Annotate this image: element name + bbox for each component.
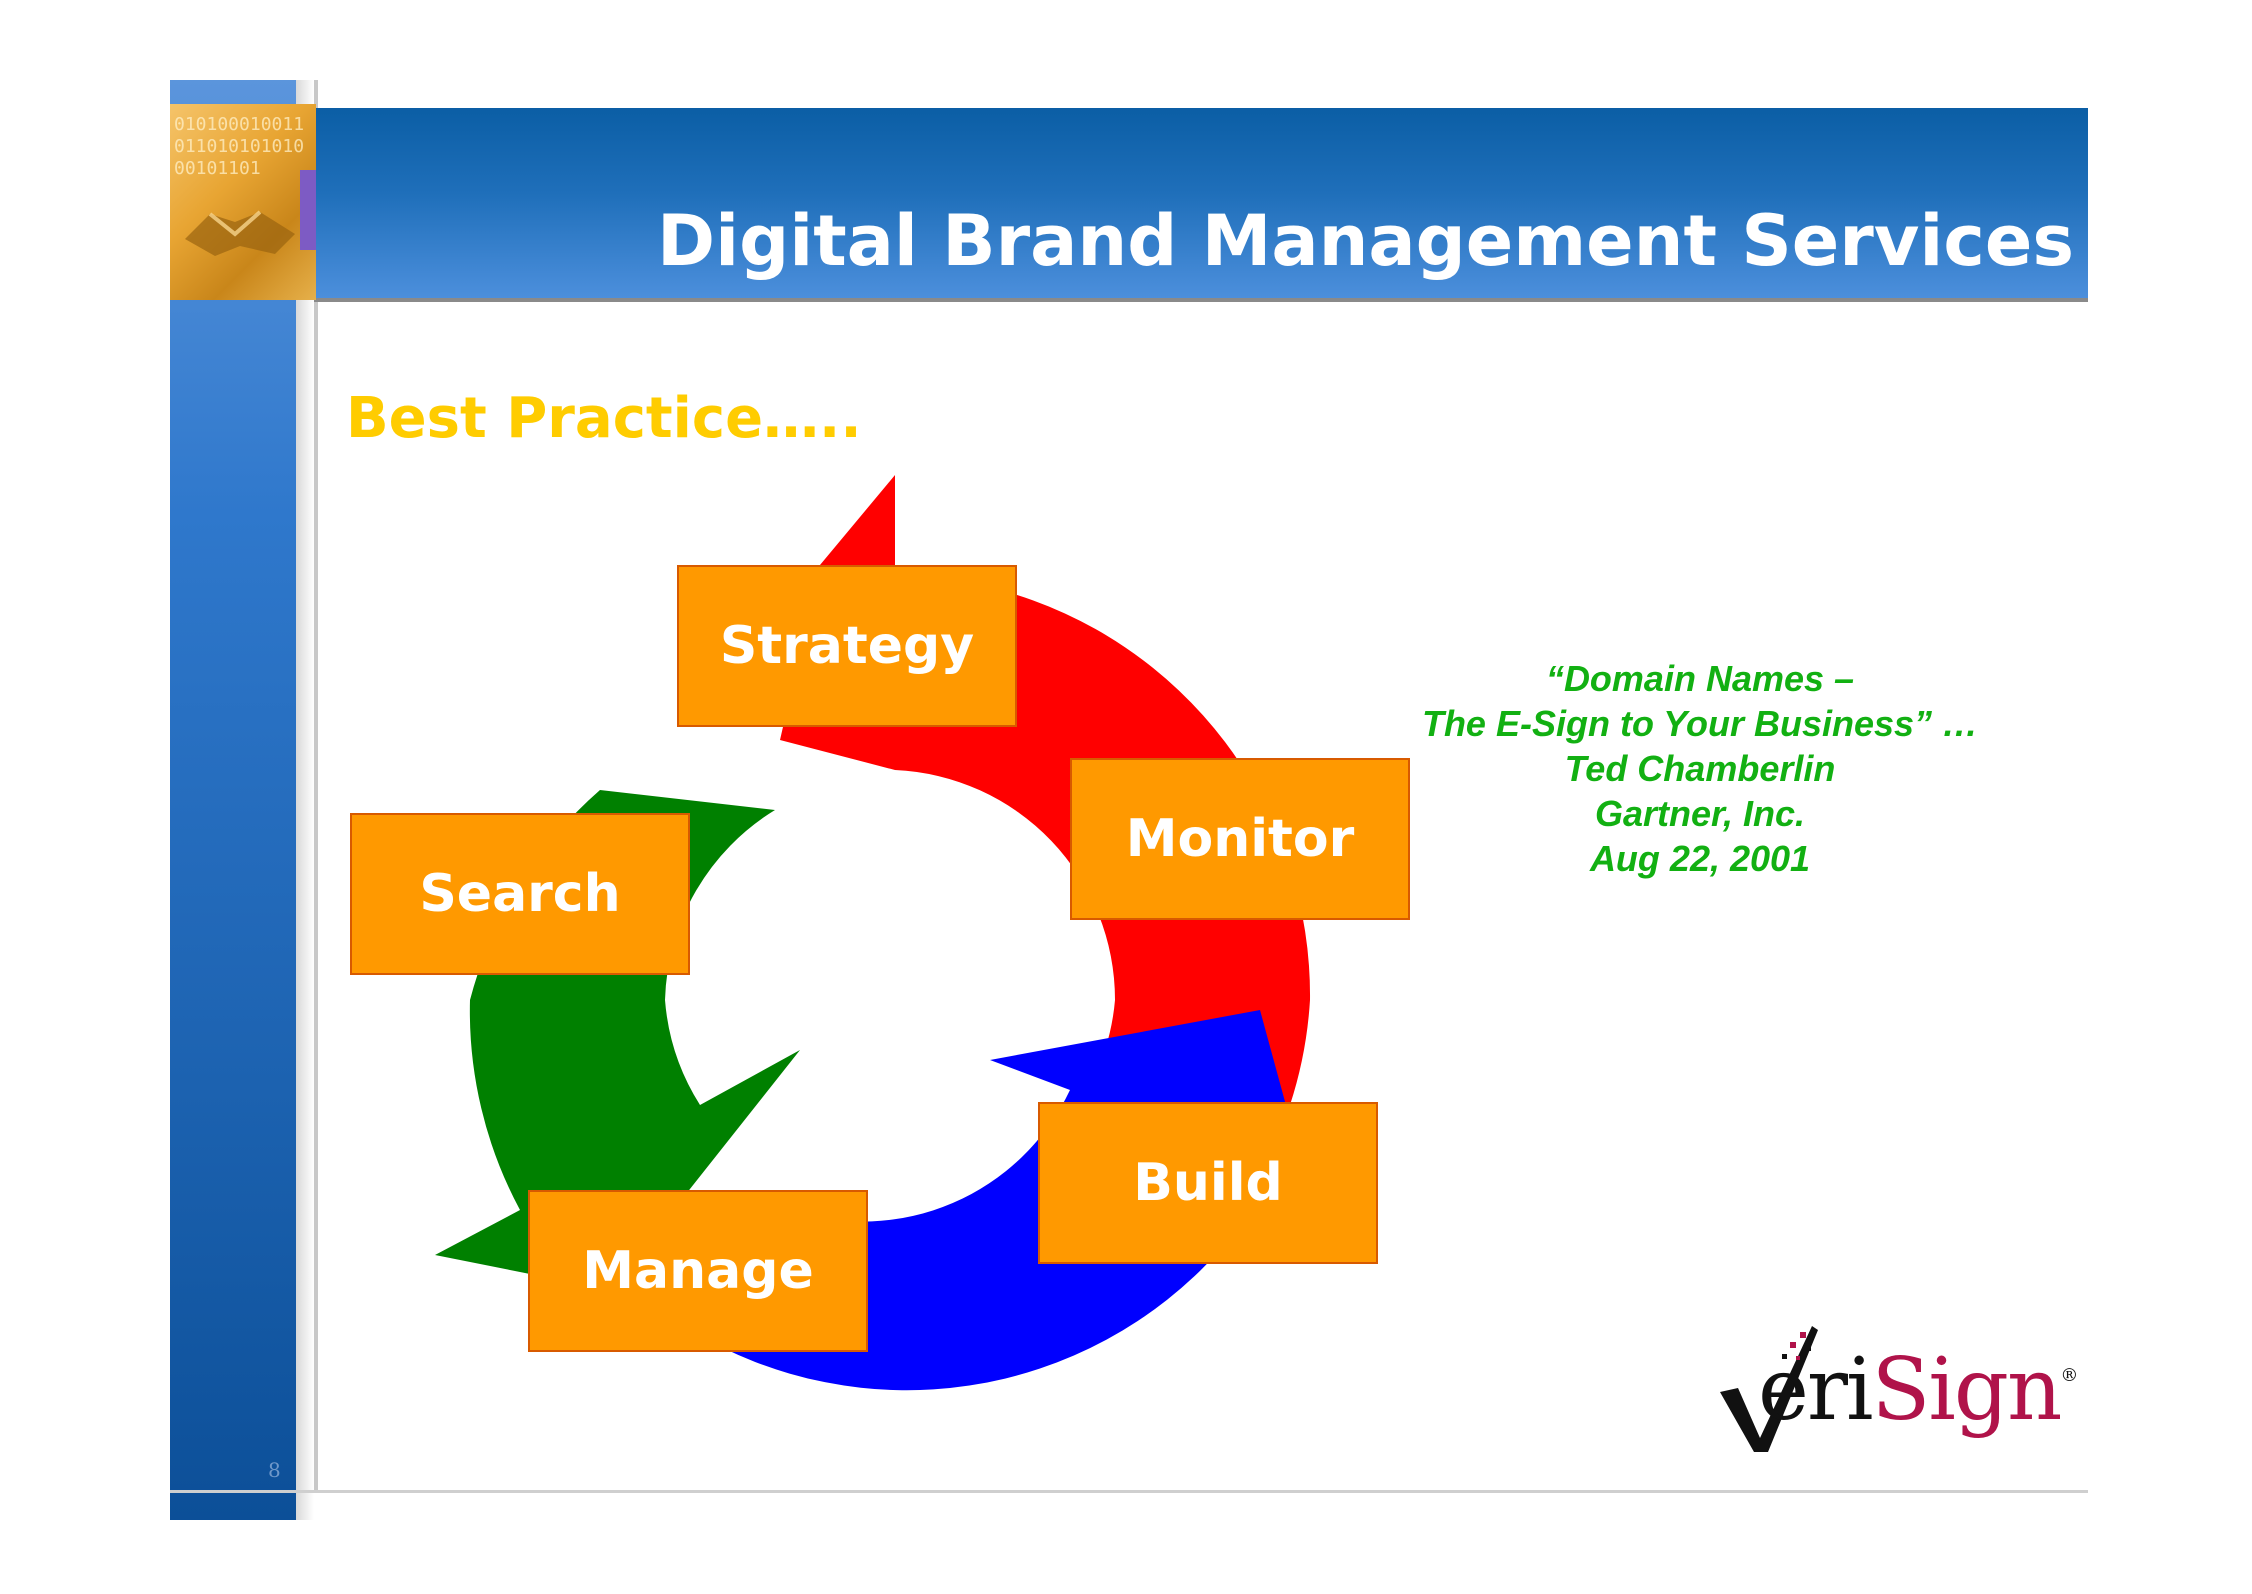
registered-mark: ® [2060, 1365, 2078, 1386]
page-number: 8 [268, 1458, 281, 1482]
quote-line: “Domain Names – [1545, 658, 1855, 699]
step-monitor: Monitor [1070, 758, 1410, 920]
step-manage: Manage [528, 1190, 868, 1352]
quote-line: Aug 22, 2001 [1589, 838, 1811, 879]
header-bar [314, 108, 2088, 298]
sidebar-bar [170, 80, 296, 1520]
step-label: Search [419, 864, 621, 924]
verisign-wordmark: eriSign® [1758, 1320, 2078, 1460]
handshake-icon [185, 210, 295, 256]
footer-divider [170, 1490, 2088, 1493]
step-strategy: Strategy [677, 565, 1017, 727]
logo-text-accent: Sign [1871, 1340, 2063, 1440]
slide-subtitle: Best Practice….. [346, 386, 862, 451]
quote-line: Ted Chamberlin [1564, 748, 1836, 789]
badge-accent-stripe [300, 170, 316, 250]
step-build: Build [1038, 1102, 1378, 1264]
step-label: Strategy [719, 616, 975, 676]
verisign-checkmark-icon [1720, 1326, 1818, 1452]
step-label: Manage [582, 1241, 814, 1301]
logo-text-dark: eri [1758, 1340, 1874, 1440]
handshake-badge-image: 01010001001101101010101000101101 [170, 104, 316, 300]
verisign-logo: eriSign® [1720, 1320, 2078, 1460]
sidebar-shadow [296, 80, 314, 1520]
step-label: Build [1133, 1153, 1283, 1213]
header-divider [314, 298, 2088, 302]
quote-line: Gartner, Inc. [1594, 793, 1806, 834]
quote-line: The E-Sign to Your Business” … [1421, 703, 1979, 744]
binary-digits-decoration: 01010001001101101010101000101101 [174, 114, 305, 179]
step-label: Monitor [1125, 809, 1355, 869]
vertical-divider [314, 80, 318, 1490]
step-search: Search [350, 813, 690, 975]
gartner-quote: “Domain Names – The E-Sign to Your Busin… [1400, 656, 2000, 881]
slide-title: Digital Brand Management Services [657, 200, 2074, 282]
